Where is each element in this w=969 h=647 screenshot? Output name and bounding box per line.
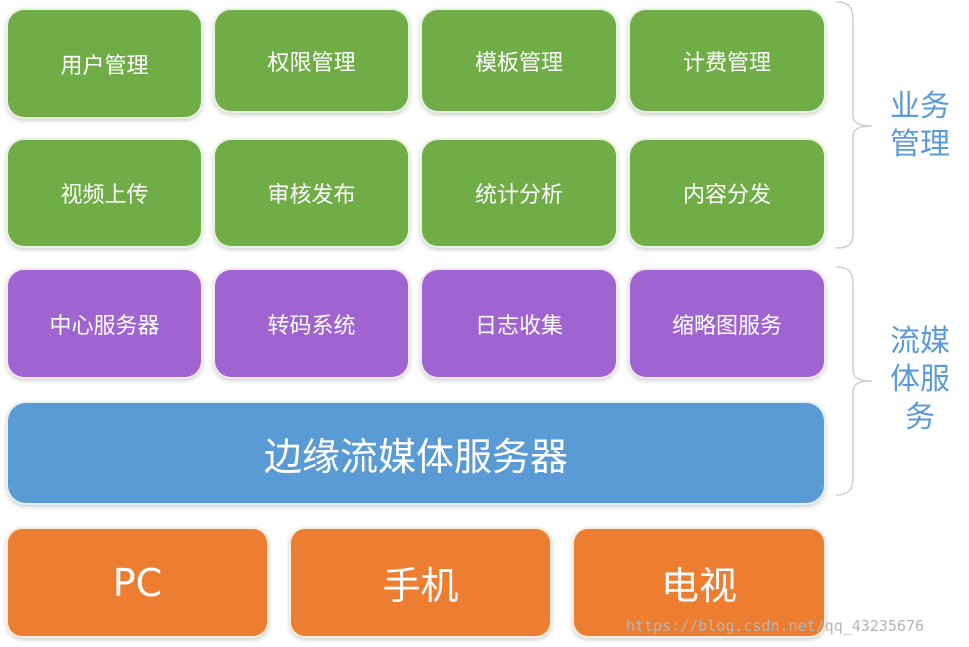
box-log-collection: 日志收集 <box>420 268 618 379</box>
box-central-server: 中心服务器 <box>6 268 203 379</box>
label-stream-line2: 体服 <box>890 362 950 397</box>
box-template-management: 模板管理 <box>420 8 618 113</box>
box-statistics-analysis: 统计分析 <box>420 138 618 248</box>
box-permission-management: 权限管理 <box>213 8 410 113</box>
bracket-streaming <box>835 266 873 496</box>
box-client-tv: 电视 <box>572 527 826 638</box>
watermark-url: https://blog.csdn.net/qq_43235676 <box>626 617 925 635</box>
box-user-management: 用户管理 <box>6 8 203 119</box>
label-business-line1: 业务 <box>890 89 950 124</box>
box-content-distribution: 内容分发 <box>628 138 826 248</box>
box-edge-streaming-server: 边缘流媒体服务器 <box>6 401 826 505</box>
bracket-business <box>835 1 873 249</box>
box-transcoding-system: 转码系统 <box>213 268 410 379</box>
box-client-phone: 手机 <box>289 527 552 638</box>
box-thumbnail-service: 缩略图服务 <box>628 268 826 379</box>
label-stream-line3: 务 <box>905 400 935 435</box>
box-client-pc: PC <box>6 527 269 638</box>
box-review-publish: 审核发布 <box>213 138 410 248</box>
label-stream-line1: 流媒 <box>890 324 950 359</box>
label-business-management: 业务 管理 <box>885 88 955 164</box>
label-streaming-service: 流媒 体服 务 <box>885 323 955 437</box>
label-business-line2: 管理 <box>890 127 950 162</box>
box-billing-management: 计费管理 <box>628 8 826 113</box>
box-video-upload: 视频上传 <box>6 138 203 248</box>
